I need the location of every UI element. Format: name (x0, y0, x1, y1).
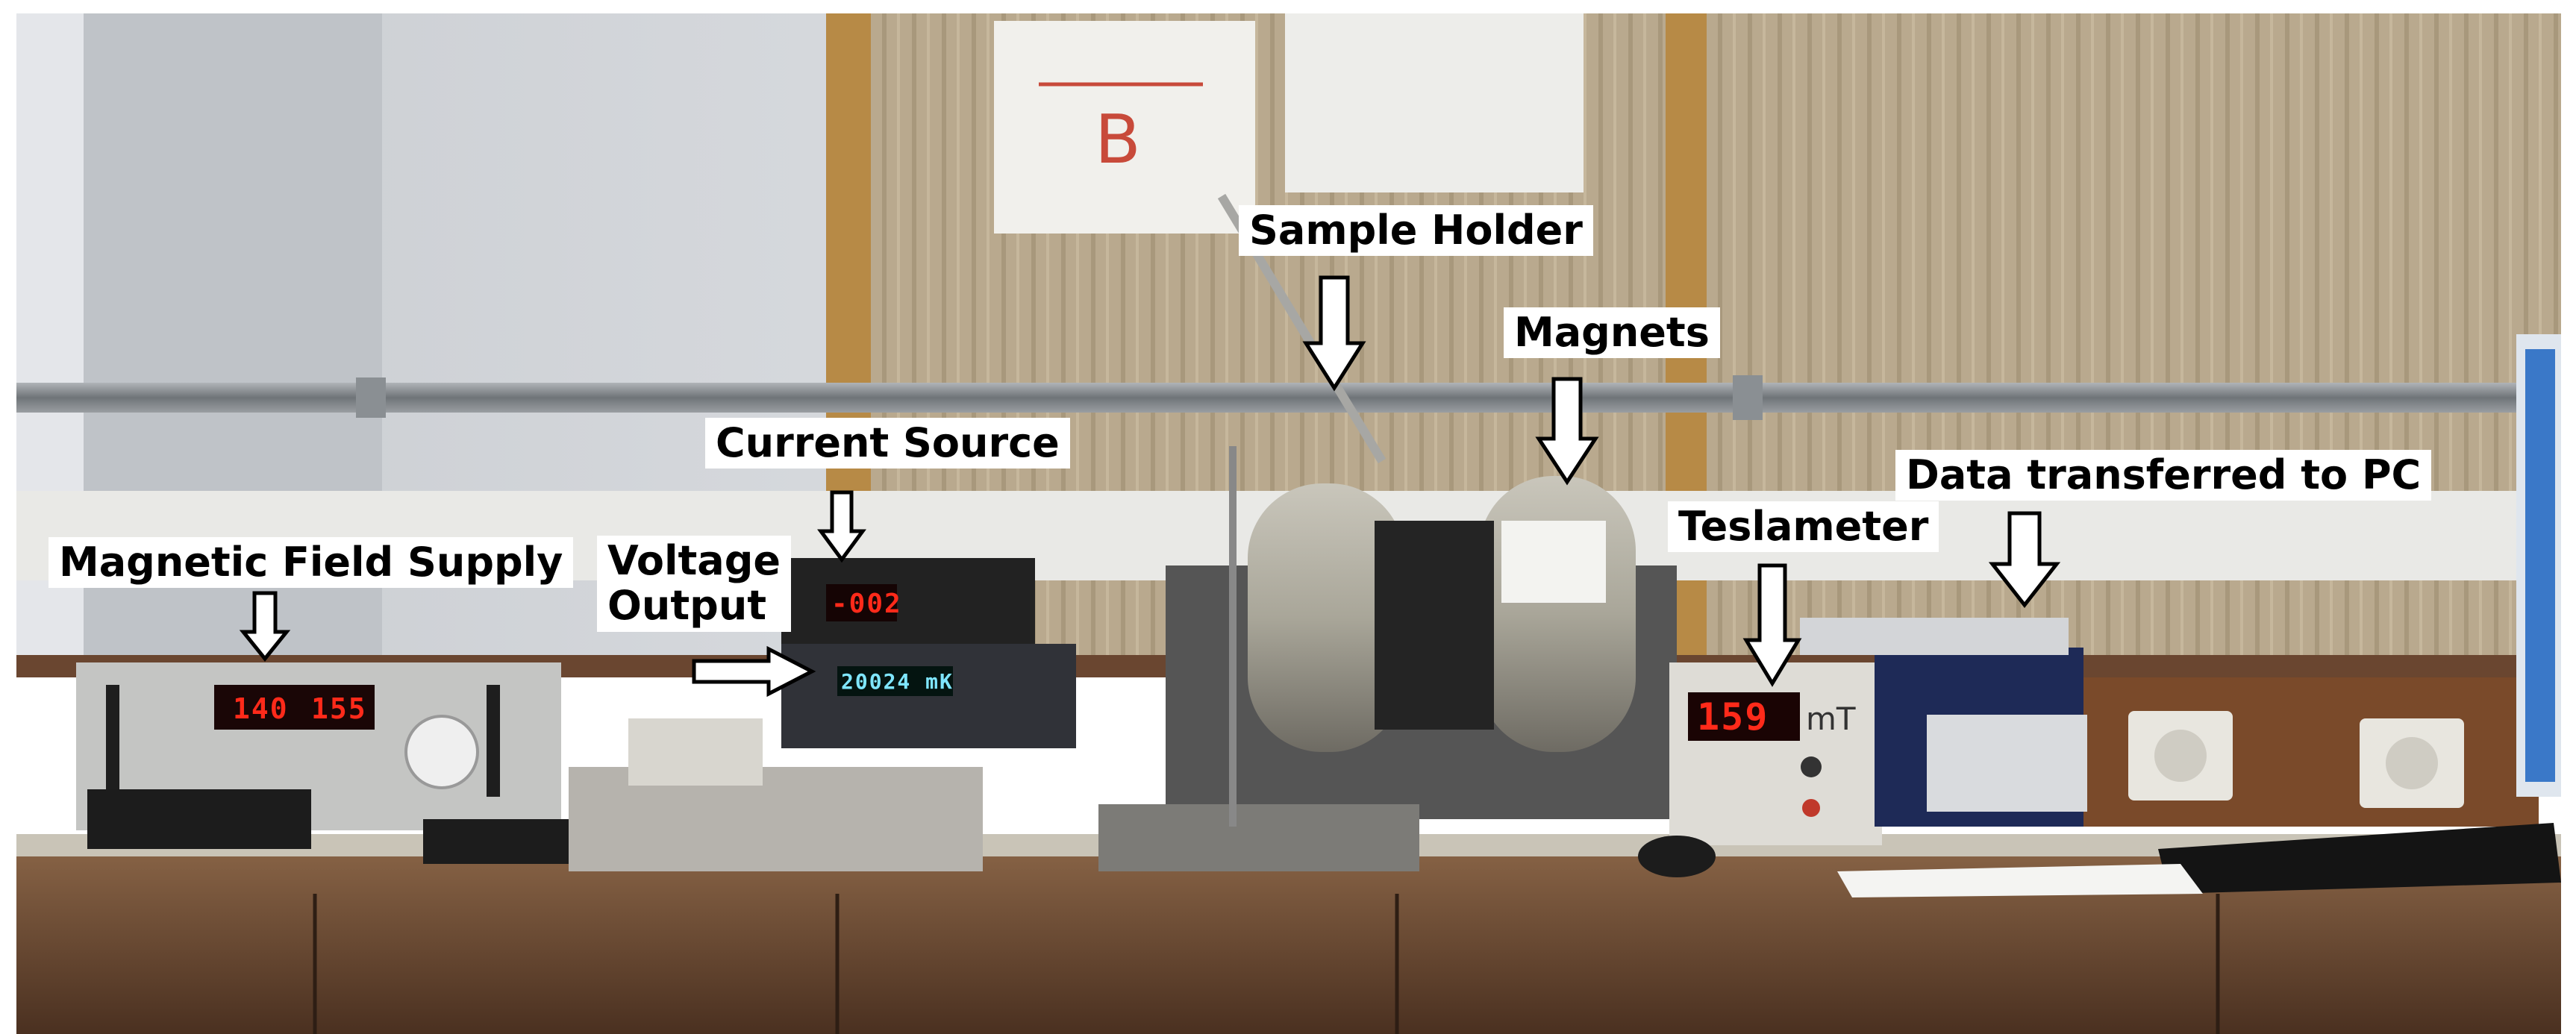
voltmeter-readout: 20024 mK (841, 669, 954, 694)
arrow-right-icon (692, 645, 816, 698)
label-magnets: Magnets (1504, 307, 1720, 359)
field-supply-left-readout: 140 (233, 692, 289, 725)
poster-letter: B (1095, 101, 1141, 179)
arrow-down-icon (1742, 563, 1802, 687)
label-data-transferred: Data transferred to PC (1895, 450, 2432, 501)
label-magnetic-field-supply: Magnetic Field Supply (49, 537, 574, 589)
label-voltage-output-line1: Voltage (607, 537, 781, 584)
current-source-readout: -002 (831, 589, 902, 619)
field-supply-right-readout: 155 (311, 692, 367, 725)
label-teslameter: Teslameter (1668, 501, 1939, 553)
teslameter-readout: 159 (1697, 695, 1769, 739)
teslameter-unit: mT (1806, 701, 1856, 737)
label-current-source: Current Source (705, 418, 1070, 469)
label-voltage-output-line2: Output (607, 582, 767, 630)
arrow-down-icon (1302, 275, 1366, 392)
arrow-down-icon (817, 490, 866, 563)
arrow-down-icon (1988, 511, 2061, 609)
arrow-down-icon (1535, 377, 1599, 486)
arrow-down-icon (239, 591, 291, 662)
label-sample-holder: Sample Holder (1239, 205, 1593, 257)
label-voltage-output: Voltage Output (597, 536, 791, 632)
